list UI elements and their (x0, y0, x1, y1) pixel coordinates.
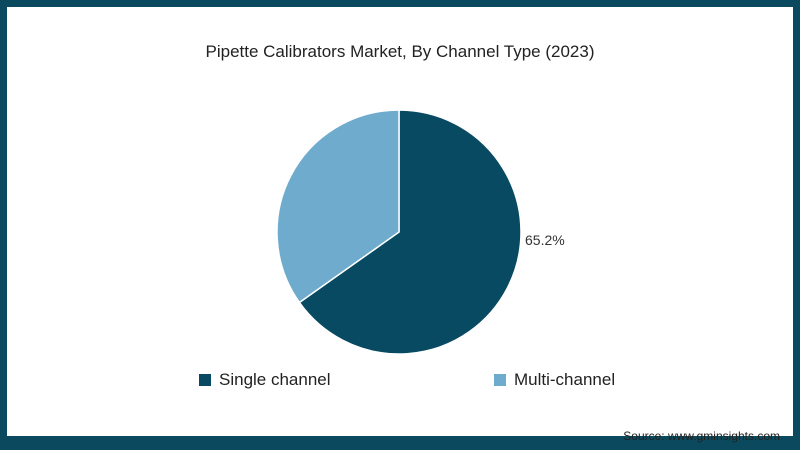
source-note: Source: www.gminsights.com (623, 429, 780, 443)
chart-title: Pipette Calibrators Market, By Channel T… (205, 42, 595, 61)
legend-label: Multi-channel (514, 370, 616, 389)
legend-item-single-channel: Single channel (199, 370, 331, 390)
pie-slice-single-channel (298, 109, 522, 355)
legend-item-multi-channel: Multi-channel (494, 370, 615, 390)
legend-label: Single channel (219, 370, 331, 389)
legend-swatch-icon (494, 374, 506, 386)
legend-swatch-icon (199, 374, 211, 386)
slice-label-single-channel: 65.2% (525, 232, 565, 248)
pie-slice-multi-channel (276, 109, 400, 304)
